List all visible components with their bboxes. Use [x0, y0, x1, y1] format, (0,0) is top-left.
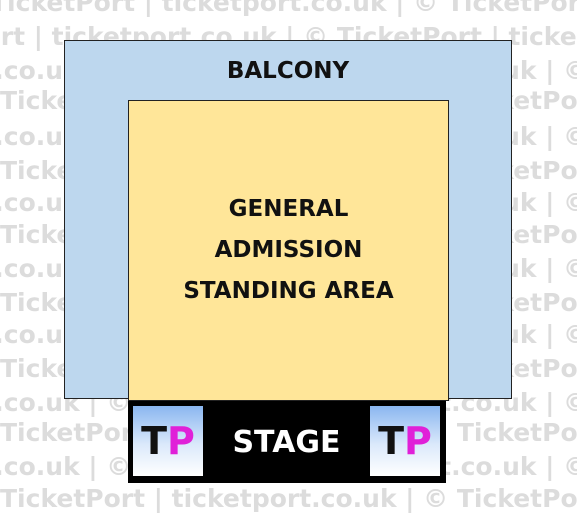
- stage-label: STAGE: [232, 425, 341, 460]
- ga-label-line-1: GENERAL: [228, 196, 349, 222]
- general-admission-standing-area[interactable]: [128, 100, 449, 401]
- watermark-line: TicketPort | ticketport.co.uk | © Ticket…: [0, 484, 577, 513]
- balcony-label: BALCONY: [226, 58, 350, 84]
- general-admission-label: GENERAL ADMISSION STANDING AREA: [128, 189, 449, 312]
- ga-label-line-2: ADMISSION: [214, 237, 363, 263]
- ticketport-logo-icon: TP: [133, 406, 203, 476]
- ticketport-logo-icon: TP: [370, 406, 440, 476]
- ga-label-line-3: STANDING AREA: [183, 278, 394, 304]
- logo-letter-t: T: [141, 419, 168, 463]
- watermark-line: TicketPort | ticketport.co.uk | © Ticket…: [0, 0, 577, 17]
- logo-letter-p: P: [167, 419, 195, 463]
- logo-letter-t: T: [378, 419, 405, 463]
- logo-letter-p: P: [404, 419, 432, 463]
